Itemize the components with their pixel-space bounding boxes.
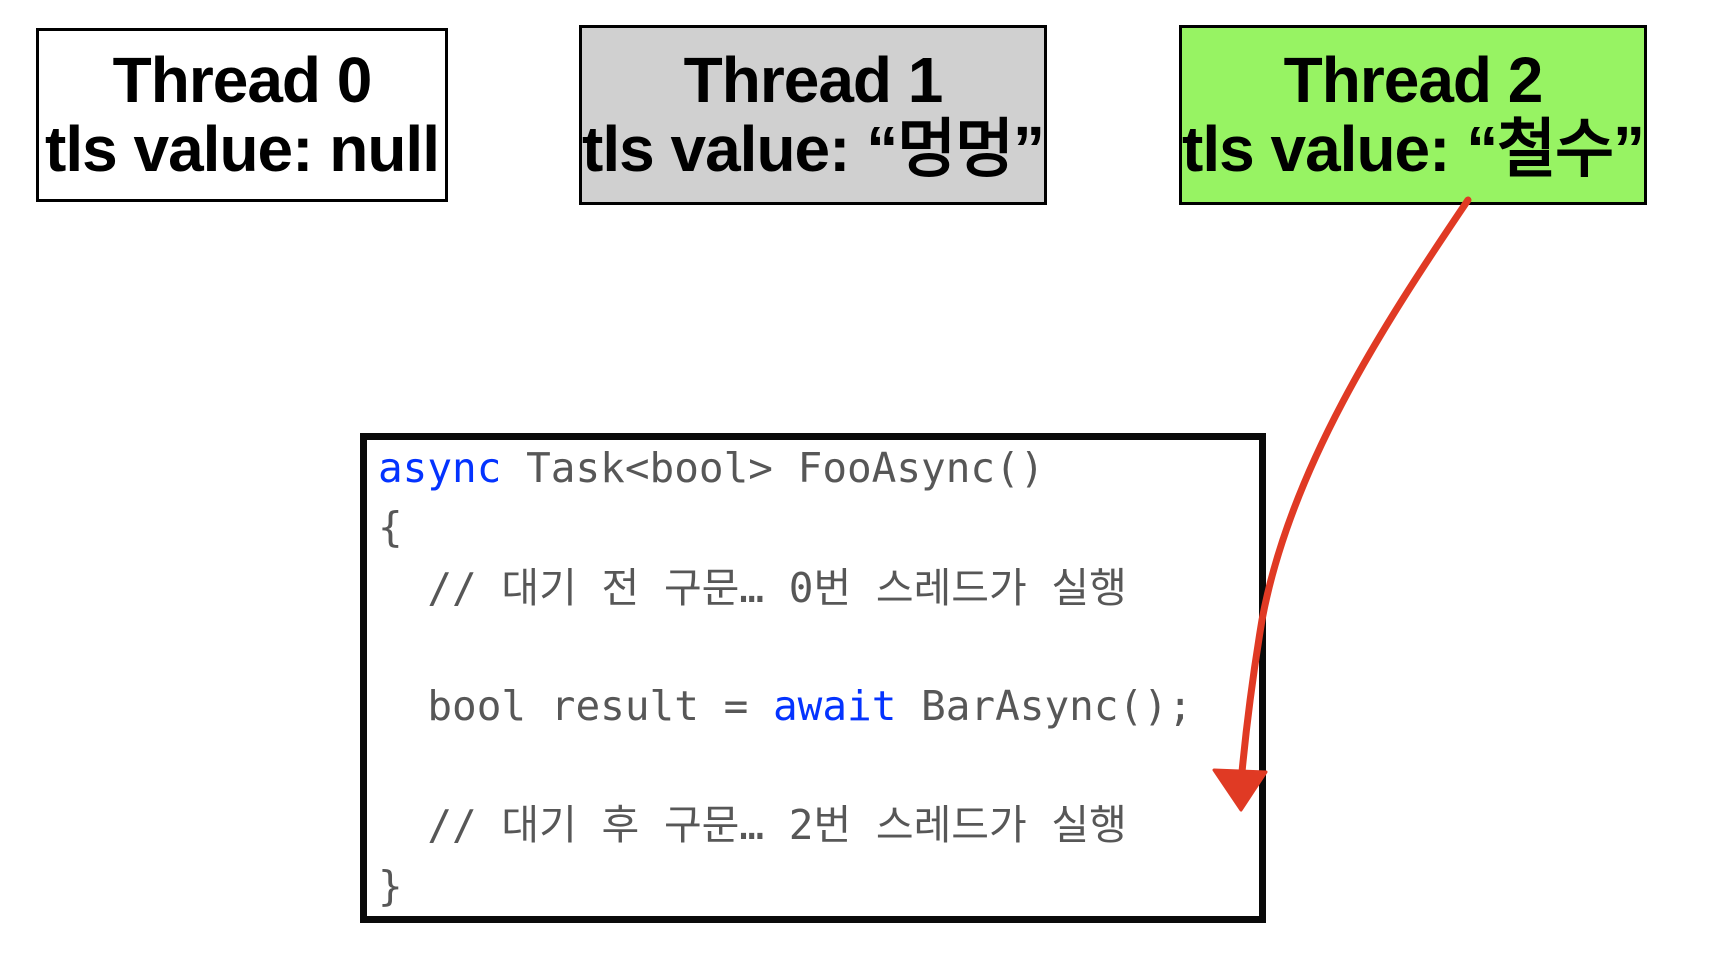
code-line-comment-before: // 대기 전 구문… 0번 스레드가 실행 — [378, 564, 1127, 612]
thread-2-box: Thread 2 tls value: “철수” — [1179, 25, 1647, 205]
thread-2-tls-value: tls value: “철수” — [1182, 113, 1645, 185]
code-line-open-brace: { — [378, 503, 403, 551]
await-prefix: bool result = — [378, 682, 773, 730]
code-line-await: bool result = await BarAsync(); — [378, 681, 1193, 731]
signature-rest: Task<bool> FooAsync() — [501, 444, 1045, 492]
keyword-await: await — [772, 682, 897, 730]
thread-2-title: Thread 2 — [1283, 43, 1544, 116]
await-call: BarAsync(); — [896, 682, 1193, 730]
thread-1-box: Thread 1 tls value: “멍멍” — [579, 25, 1047, 205]
keyword-async: async — [378, 444, 502, 492]
code-line-signature: async Task<bool> FooAsync() — [378, 443, 1044, 493]
thread-0-tls-value: tls value: null — [45, 113, 440, 185]
code-line-comment-after: // 대기 후 구문… 2번 스레드가 실행 — [378, 801, 1127, 849]
code-line-close-brace: } — [378, 862, 403, 910]
curved-arrow-icon — [1212, 196, 1472, 812]
thread-1-tls-value: tls value: “멍멍” — [582, 113, 1045, 185]
thread-1-title: Thread 1 — [683, 43, 944, 116]
code-box — [360, 433, 1266, 923]
thread-0-box: Thread 0 tls value: null — [36, 28, 448, 202]
thread-0-title: Thread 0 — [112, 43, 373, 116]
code-block: async Task<bool> FooAsync() { // 대기 전 구문… — [378, 443, 1193, 910]
